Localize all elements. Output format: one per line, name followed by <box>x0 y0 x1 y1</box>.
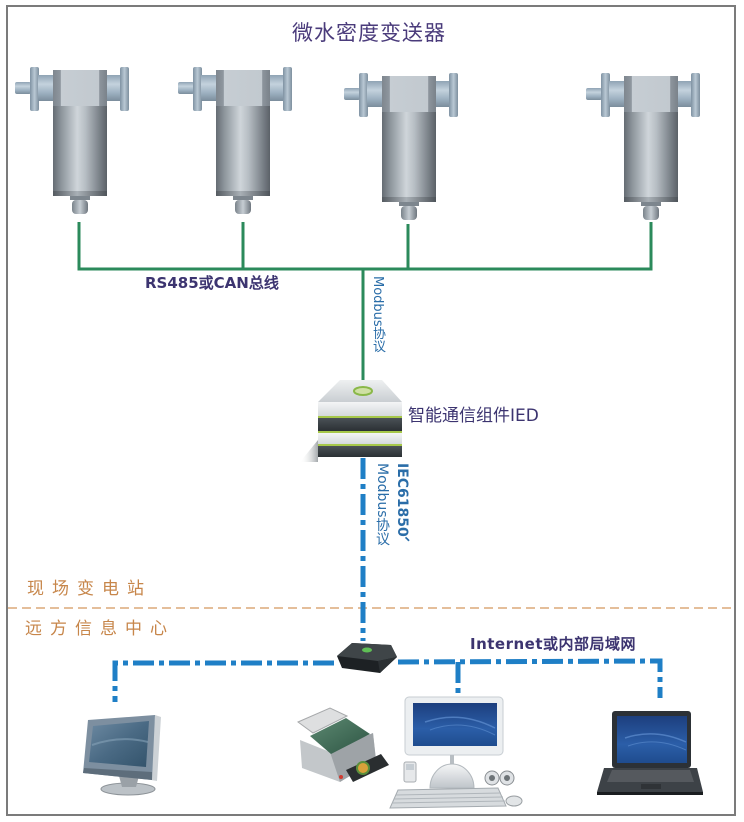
transmitter-icon <box>178 67 292 214</box>
bus-line <box>77 222 653 271</box>
field-bus <box>77 222 653 390</box>
transmitter-icon <box>344 73 458 220</box>
uplink-protocol-label: Modbus协议 <box>370 276 385 353</box>
printer-icon <box>297 707 389 782</box>
network-line-left <box>112 660 334 702</box>
ied-device-icon <box>300 380 402 462</box>
router-icon <box>337 643 397 673</box>
desktop-computer-icon <box>389 696 523 809</box>
field-bus-label: RS485或CAN总线 <box>145 274 279 292</box>
transmitter-icon <box>15 67 129 214</box>
network-line-right <box>397 658 663 698</box>
transmitter-icon <box>586 73 700 220</box>
monitor-icon <box>83 715 161 796</box>
backhaul-protocol-label-line-1: IEC61850、 <box>394 463 410 551</box>
diagram-title: 微水密度变送器 <box>292 21 446 45</box>
network-lines <box>112 458 663 702</box>
network-label: Internet或内部局域网 <box>470 635 637 653</box>
ied-label: 智能通信组件IED <box>408 406 539 426</box>
laptop-icon <box>597 711 703 795</box>
backhaul-protocol-label-line-2: Modbus协议 <box>374 463 390 546</box>
zone-label-remote-center: 远方信息中心 <box>25 619 175 639</box>
zone-label-substation: 现场变电站 <box>27 579 152 599</box>
